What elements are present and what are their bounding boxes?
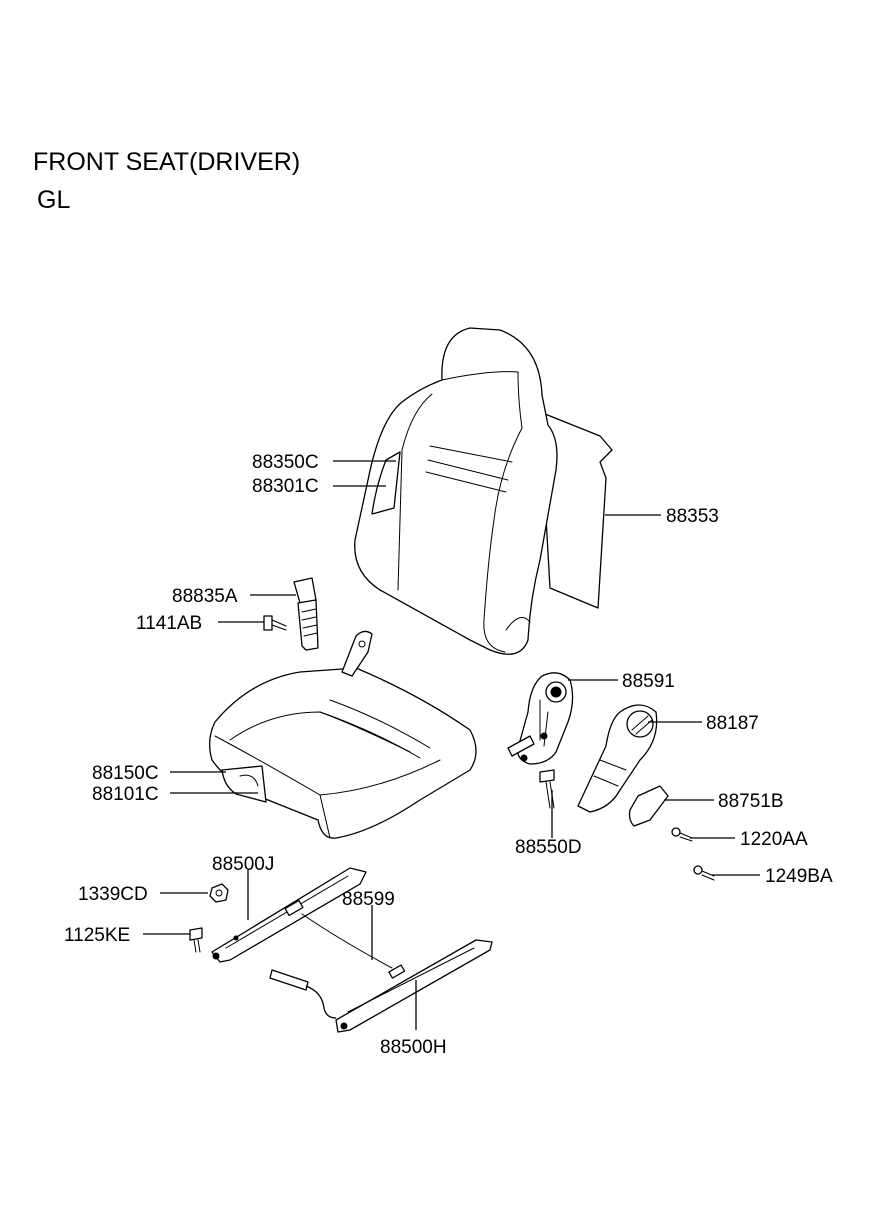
seat-back-board <box>539 411 613 609</box>
rail-88500h <box>335 939 493 1033</box>
right-bolster-line <box>483 427 523 653</box>
screw-1249ba <box>693 865 715 881</box>
cushion-seam-mid <box>319 711 411 753</box>
bolt-1125ke <box>189 927 203 953</box>
label-88751b: 88751B <box>718 791 784 812</box>
bolster-detail <box>505 617 531 631</box>
screw-1220aa <box>671 827 693 842</box>
label-88500h: 88500H <box>380 1037 447 1058</box>
back-seam-middle <box>427 459 509 481</box>
headrest-side <box>517 371 523 429</box>
label-1125ke: 1125KE <box>64 925 130 946</box>
left-bolster-line <box>397 393 433 591</box>
label-88101c: 88101C <box>92 784 159 805</box>
label-88187: 88187 <box>706 713 759 734</box>
page-subtitle: GL <box>37 186 70 214</box>
cushion-side-panel <box>221 765 267 803</box>
back-seam-upper <box>429 445 513 463</box>
label-88550d: 88550D <box>515 837 582 858</box>
label-1141ab: 1141AB <box>136 613 202 634</box>
page-title: FRONT SEAT(DRIVER) <box>33 148 300 176</box>
anchor-hole <box>358 640 366 648</box>
recliner-cover-cap <box>626 710 654 738</box>
back-seam-lower <box>425 471 507 493</box>
recliner-cover-rib <box>593 759 627 787</box>
recliner-knob <box>628 785 669 827</box>
seat-cushion <box>208 630 477 839</box>
seat-back-cushion <box>354 327 558 655</box>
recliner-arm <box>539 699 549 747</box>
side-panel-knob <box>239 774 259 787</box>
label-1220aa: 1220AA <box>740 829 808 850</box>
label-88350c: 88350C <box>252 452 319 473</box>
label-1339cd: 1339CD <box>78 884 148 905</box>
rail-88500j <box>211 867 367 963</box>
bolt-1141ab <box>263 615 287 631</box>
label-88353: 88353 <box>666 506 719 527</box>
label-88591: 88591 <box>622 671 675 692</box>
label-88835a: 88835A <box>172 586 238 607</box>
cushion-seam-rear <box>329 699 431 749</box>
leader-lines <box>143 460 760 1030</box>
buckle-strap-lines <box>301 608 318 637</box>
cushion-side-seam <box>319 759 441 796</box>
seat-cushion-body <box>208 667 477 839</box>
buckle-strap <box>297 599 319 651</box>
label-88599: 88599 <box>342 889 395 910</box>
recliner-cover <box>577 704 658 813</box>
label-1249ba: 1249BA <box>765 866 833 887</box>
cushion-front-edge <box>214 735 331 839</box>
rail-release-bar <box>269 969 337 1019</box>
recliner-lever <box>507 735 535 757</box>
seatbelt-anchor <box>341 630 373 677</box>
rail-wire <box>301 913 393 969</box>
seatbelt-buckle <box>293 577 319 651</box>
nut-1339cd <box>209 883 229 903</box>
recliner-mechanism <box>507 672 574 765</box>
label-88301c: 88301C <box>252 476 319 497</box>
seat-back <box>354 327 613 655</box>
headrest-seam <box>441 371 519 381</box>
label-88150c: 88150C <box>92 763 159 784</box>
buckle-head <box>293 577 317 604</box>
label-88500j: 88500J <box>212 854 274 875</box>
